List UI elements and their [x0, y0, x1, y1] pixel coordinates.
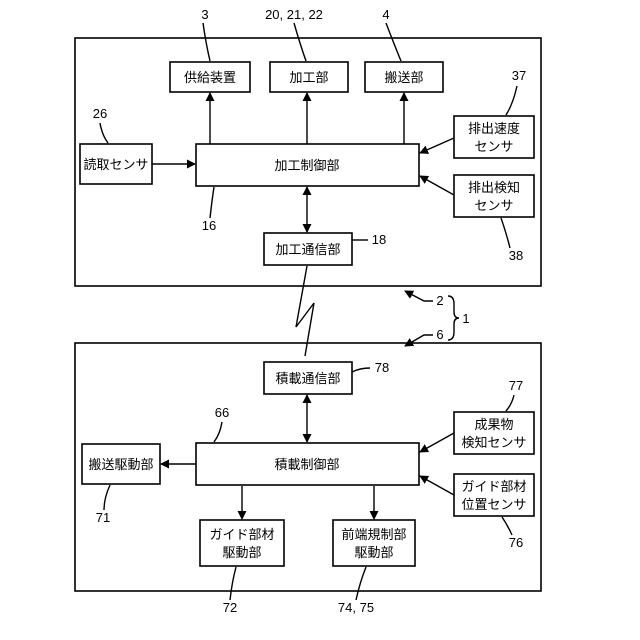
- discharge-detection-sensor-line1: 排出検知: [468, 180, 520, 196]
- ref-77: 77: [509, 378, 523, 393]
- supply-device-label: 供給装置: [184, 71, 236, 86]
- conveying-drive-unit-label: 搬送駆動部: [88, 458, 153, 473]
- arrow-from-discharge-speed-sensor: [420, 138, 454, 153]
- ref-37: 37: [512, 68, 526, 83]
- product-detection-sensor-line2: 検知センサ: [461, 435, 526, 451]
- ref-77-leader: [506, 395, 514, 411]
- discharge-detection-sensor-line2: センサ: [474, 199, 513, 214]
- ref-74-75: 74, 75: [338, 600, 374, 615]
- loading-control-unit-label: 積載制御部: [274, 458, 339, 473]
- product-detection-sensor-line1: 成果物: [474, 418, 513, 433]
- ref-16: 16: [202, 218, 216, 233]
- ref-78-leader: [352, 368, 370, 372]
- ref-37-leader: [506, 86, 517, 115]
- discharge-speed-sensor-line1: 排出速度: [468, 121, 520, 137]
- ref-71: 71: [96, 510, 110, 525]
- ref-3-leader: [203, 23, 210, 61]
- guide-position-sensor-line1: ガイド部材: [461, 480, 526, 495]
- guide-drive-unit-line1: ガイド部材: [209, 528, 274, 543]
- ref-78: 78: [375, 360, 389, 375]
- ref-16-leader: [210, 187, 214, 218]
- processing-control-unit-label: 加工制御部: [274, 159, 339, 174]
- ref-66: 66: [215, 405, 229, 420]
- processing-unit-label: 加工部: [289, 71, 328, 86]
- loading-comm-unit-label: 積載通信部: [275, 372, 340, 387]
- front-end-drive-unit-line2: 駆動部: [354, 546, 393, 561]
- ref-76: 76: [509, 535, 523, 550]
- ref-20-leader: [294, 23, 306, 61]
- processing-comm-unit-label: 加工通信部: [275, 243, 340, 258]
- ref-74-75-leader: [356, 567, 366, 600]
- guide-position-sensor-line2: 位置センサ: [461, 498, 526, 513]
- ref-72: 72: [223, 600, 237, 615]
- ref-6-leader: [405, 335, 433, 346]
- ref-71-leader: [104, 485, 110, 510]
- reading-sensor-label: 読取センサ: [83, 157, 148, 173]
- conveying-unit-label: 搬送部: [384, 71, 423, 86]
- ref-1-brace: [448, 296, 459, 340]
- ref-3: 3: [201, 7, 208, 22]
- arrow-from-product-detection-sensor: [420, 433, 454, 452]
- guide-drive-unit-line2: 駆動部: [222, 546, 261, 561]
- ref-1: 1: [462, 311, 469, 326]
- arrow-from-discharge-detection-sensor: [420, 176, 454, 195]
- ref-4: 4: [382, 7, 389, 22]
- ref-18: 18: [372, 232, 386, 247]
- arrow-from-guide-position-sensor: [420, 476, 454, 495]
- ref-72-leader: [230, 567, 236, 600]
- discharge-speed-sensor-line2: センサ: [474, 140, 513, 155]
- ref-66-leader: [214, 422, 222, 442]
- ref-2: 2: [436, 293, 443, 308]
- ref-6: 6: [436, 327, 443, 342]
- ref-20-21-22: 20, 21, 22: [265, 7, 323, 22]
- ref-76-leader: [502, 517, 512, 535]
- ref-26-leader: [100, 123, 108, 143]
- front-end-drive-unit-line1: 前端規制部: [341, 527, 406, 543]
- ref-38: 38: [509, 248, 523, 263]
- ref-38-leader: [501, 218, 510, 248]
- ref-26: 26: [93, 106, 107, 121]
- ref-4-leader: [386, 23, 401, 61]
